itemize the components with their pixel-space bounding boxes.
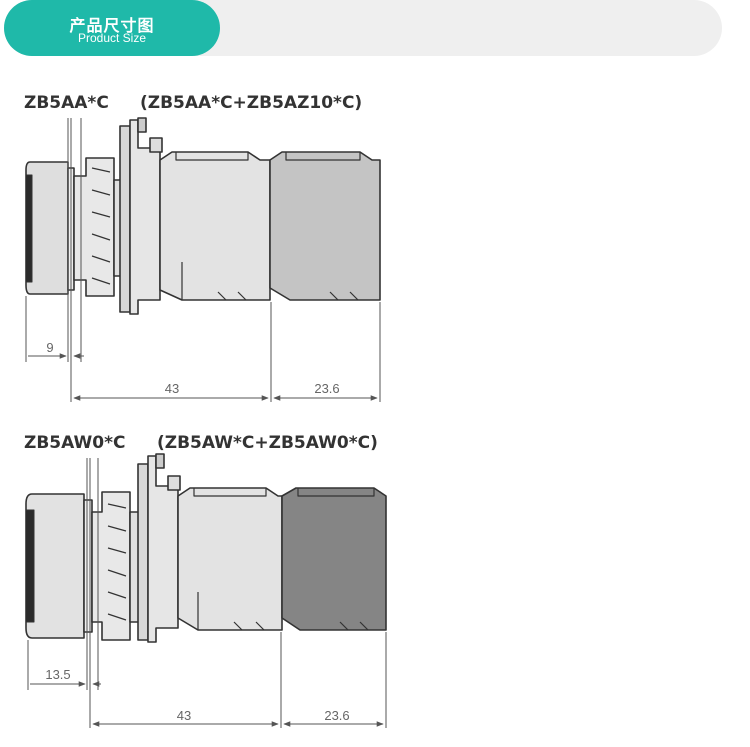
top-dim-body-value: 43 (165, 381, 179, 396)
bottom-led-module (281, 487, 387, 631)
section-title-pill: 产品尺寸图 Product Size (4, 0, 220, 56)
bottom-dimension-lines (27, 458, 387, 728)
bottom-model-combo-label: (ZB5AW*C+ZB5AW0*C) (157, 433, 378, 453)
top-model-label: ZB5AA*C (24, 93, 109, 113)
bottom-dim-body-value: 43 (177, 708, 191, 723)
bottom-adapter-plate (137, 463, 149, 641)
top-contact-block-2 (269, 151, 381, 301)
bottom-light-block (177, 487, 283, 631)
top-dim-block-value: 23.6 (314, 381, 339, 396)
top-adapter-plate (119, 125, 131, 313)
bottom-model-label: ZB5AW0*C (24, 433, 126, 453)
top-mounting-nut (73, 157, 115, 297)
section-subtitle: Product Size (77, 31, 147, 45)
section-title: 产品尺寸图 (69, 18, 155, 35)
top-button-head (25, 161, 69, 295)
top-dim-head-value: 9 (46, 340, 53, 355)
bottom-bezel (83, 499, 93, 633)
top-dimension-lines (25, 118, 381, 402)
bottom-dim-head-value: 13.5 (45, 667, 70, 682)
top-model-combo-label: (ZB5AA*C+ZB5AZ10*C) (140, 93, 363, 113)
top-contact-block-1 (159, 151, 271, 301)
bottom-lens-head (25, 493, 85, 639)
top-push-button-drawing (25, 117, 381, 315)
bottom-dim-block-value: 23.6 (324, 708, 349, 723)
bottom-pilot-light-drawing (25, 453, 387, 643)
